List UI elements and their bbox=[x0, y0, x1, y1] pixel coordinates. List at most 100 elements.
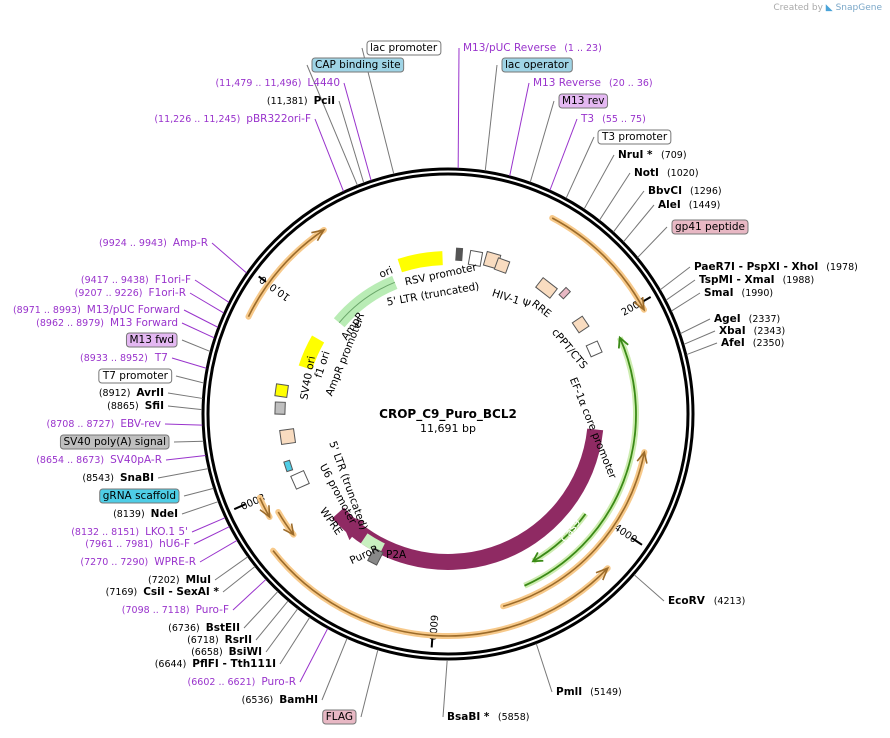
leader-line bbox=[171, 357, 207, 369]
label-amp-r: Amp-R(9924 .. 9943) bbox=[99, 237, 208, 249]
label-name: M13/pUC Forward bbox=[87, 304, 180, 316]
label-text: CAP binding site bbox=[315, 59, 401, 71]
leader-line bbox=[442, 659, 448, 718]
leader-line bbox=[183, 309, 219, 328]
leader-line bbox=[686, 342, 718, 356]
label-coord: (11,381) bbox=[267, 96, 308, 107]
label-ecorv: EcoRV(4213) bbox=[668, 595, 745, 607]
leader-line bbox=[181, 501, 219, 515]
label-t3-promoter: T3 promoter bbox=[597, 129, 672, 145]
label-text: gRNA scaffold bbox=[103, 490, 176, 502]
hiv-psi-glyph-b bbox=[493, 257, 511, 274]
label-lac-promoter: lac promoter bbox=[366, 40, 442, 56]
backbone-outer bbox=[201, 167, 695, 661]
leader-line bbox=[529, 100, 555, 183]
label-sv40pa-r: SV40pA-R(8654 .. 8673) bbox=[36, 454, 162, 466]
leader-line bbox=[199, 540, 238, 563]
label-name: SmaI bbox=[704, 287, 734, 299]
leader-line bbox=[549, 118, 578, 191]
credit-brand: SnapGene bbox=[835, 3, 882, 13]
label-coord: (20 .. 36) bbox=[609, 78, 653, 89]
label-coord: (6658) bbox=[191, 647, 223, 658]
leader-line bbox=[535, 643, 553, 693]
plasmid-size: 11,691 bp bbox=[420, 422, 476, 435]
label-m13-fwd: M13 fwd bbox=[125, 332, 178, 348]
leader-line bbox=[181, 322, 215, 339]
label-coord: (8912) bbox=[99, 388, 131, 399]
label-m13-puc-reverse: M13/pUC Reverse(1 .. 23) bbox=[463, 42, 602, 54]
arc-se-outer-arrowhead bbox=[595, 566, 610, 581]
label-puro-r: Puro-R(6602 .. 6621) bbox=[188, 676, 296, 688]
label-sfii: SfiI(8865) bbox=[107, 400, 164, 412]
label-coord: (7169) bbox=[106, 587, 138, 598]
leader-line bbox=[173, 440, 204, 443]
puror-arrow bbox=[360, 533, 385, 555]
label-snabi: SnaBI(8543) bbox=[82, 472, 154, 484]
label-name: pBR322ori-F bbox=[246, 113, 311, 125]
label-sv40-poly-a-signal: SV40 poly(A) signal bbox=[59, 434, 170, 450]
arc-se-outer bbox=[272, 550, 609, 637]
label-wpre-r: WPRE-R(7270 .. 7290) bbox=[80, 556, 196, 568]
label-coord: (1 .. 23) bbox=[564, 43, 602, 54]
leader-line bbox=[338, 100, 365, 184]
label-name: BstEII bbox=[206, 622, 240, 634]
leader-line bbox=[680, 318, 711, 335]
label-name: RsrII bbox=[225, 634, 252, 646]
leader-line bbox=[211, 242, 247, 274]
label-coord: (4213) bbox=[714, 596, 746, 607]
arc-e-inner-arrowhead bbox=[636, 450, 648, 464]
backbone-inner bbox=[206, 172, 690, 656]
label-name: NdeI bbox=[151, 508, 178, 520]
leader-line bbox=[222, 566, 256, 593]
leader-line bbox=[157, 468, 209, 479]
leader-line bbox=[191, 517, 226, 533]
label-nrui-: NruI *(709) bbox=[618, 149, 687, 161]
label-puro-f: Puro-F(7098 .. 7118) bbox=[122, 604, 229, 616]
label-ndei: NdeI (8139) bbox=[113, 508, 178, 520]
label-name: LKO.1 5' bbox=[145, 526, 188, 538]
label-m13-puc-forward: M13/pUC Forward(8971 .. 8993) bbox=[13, 304, 180, 316]
leader-line bbox=[232, 579, 267, 611]
label-name: BsiWI bbox=[229, 646, 262, 658]
label-coord: (11,479 .. 11,496) bbox=[215, 78, 301, 89]
label-bamhi: BamHI(6536) bbox=[242, 694, 318, 706]
label-bsiwi: BsiWI (6658) bbox=[191, 646, 262, 658]
leader-line bbox=[189, 292, 224, 314]
leader-line bbox=[583, 154, 615, 210]
leader-line bbox=[255, 600, 289, 641]
label-smai: SmaI(1990) bbox=[704, 287, 773, 299]
label-text: T7 promoter bbox=[102, 370, 169, 382]
leader-line bbox=[279, 617, 311, 665]
cppt-glyph bbox=[571, 315, 590, 334]
leader-line bbox=[164, 423, 203, 426]
leader-line bbox=[343, 82, 372, 181]
leader-line bbox=[194, 279, 230, 303]
leader-line bbox=[565, 136, 595, 199]
label-name: AvrII bbox=[136, 387, 164, 399]
label-name: MluI bbox=[186, 574, 211, 586]
ltr5-glyph bbox=[467, 249, 484, 267]
label-coord: (8139) bbox=[113, 509, 145, 520]
label-name: NruI * bbox=[618, 149, 653, 161]
leader-line bbox=[181, 339, 211, 352]
rre-glyph bbox=[535, 276, 558, 299]
leader-line bbox=[167, 405, 203, 411]
leader-line bbox=[671, 292, 701, 312]
label-agei: AgeI(2337) bbox=[714, 313, 780, 325]
arc-green-outer-arrowhead bbox=[617, 335, 629, 349]
label-coord: (1296) bbox=[690, 186, 722, 197]
label-rsrii: RsrII(6718) bbox=[187, 634, 252, 646]
label-tspmi-xmai: TspMI - XmaI(1988) bbox=[699, 274, 814, 286]
label-coord: (55 .. 75) bbox=[602, 114, 646, 125]
ampr-arrow-edge bbox=[338, 281, 395, 324]
label-t7-promoter: T7 promoter bbox=[98, 368, 173, 384]
label-coord: (7098 .. 7118) bbox=[122, 605, 190, 616]
label-text: M13 rev bbox=[562, 95, 605, 107]
label-text: lac promoter bbox=[370, 42, 438, 54]
label-name: F1ori-R bbox=[149, 287, 186, 299]
label-name: AleI bbox=[658, 199, 681, 211]
label-box bbox=[125, 332, 178, 348]
label-coord: (8543) bbox=[82, 473, 114, 484]
